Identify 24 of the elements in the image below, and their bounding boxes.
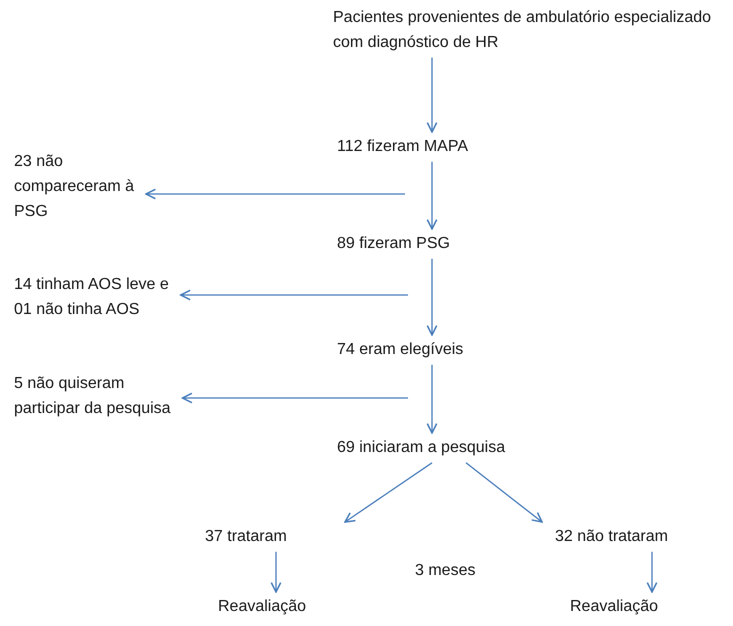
arrow [180, 290, 408, 300]
arrow [426, 58, 438, 133]
flow-step-text: 69 iniciaram a pesquisa [337, 438, 506, 458]
arrow [466, 462, 543, 523]
arrow [182, 392, 408, 404]
arrow [426, 364, 438, 434]
arrow [646, 552, 658, 593]
flow-step-text: 112 fizeram MAPA [337, 137, 470, 157]
arrow [270, 552, 282, 593]
flow-step-text: 5 não quiseram participar da pesquisa [14, 374, 172, 419]
flow-step-text: 32 não trataram [555, 527, 669, 547]
flow-step-text: 14 tinham AOS leve e 01 não tinha AOS [14, 275, 170, 320]
arrow [344, 462, 432, 523]
flow-step-text: Pacientes provenientes de ambulatório especializado com diagnóstico de HR [333, 8, 712, 53]
flow-step-text: 74 eram elegíveis [337, 340, 464, 360]
flow-step-text: 23 não compareceram à PSG [14, 152, 136, 222]
flow-step-text: Reavaliação [570, 597, 660, 617]
flow-step-text: 89 fizeram PSG [337, 234, 451, 254]
arrow [426, 258, 438, 336]
flow-step-text: Reavaliação [218, 597, 308, 617]
arrow [145, 188, 405, 200]
duration-label: 3 meses [415, 561, 476, 581]
flow-step-text: 37 trataram [205, 527, 288, 547]
arrow [426, 162, 438, 230]
